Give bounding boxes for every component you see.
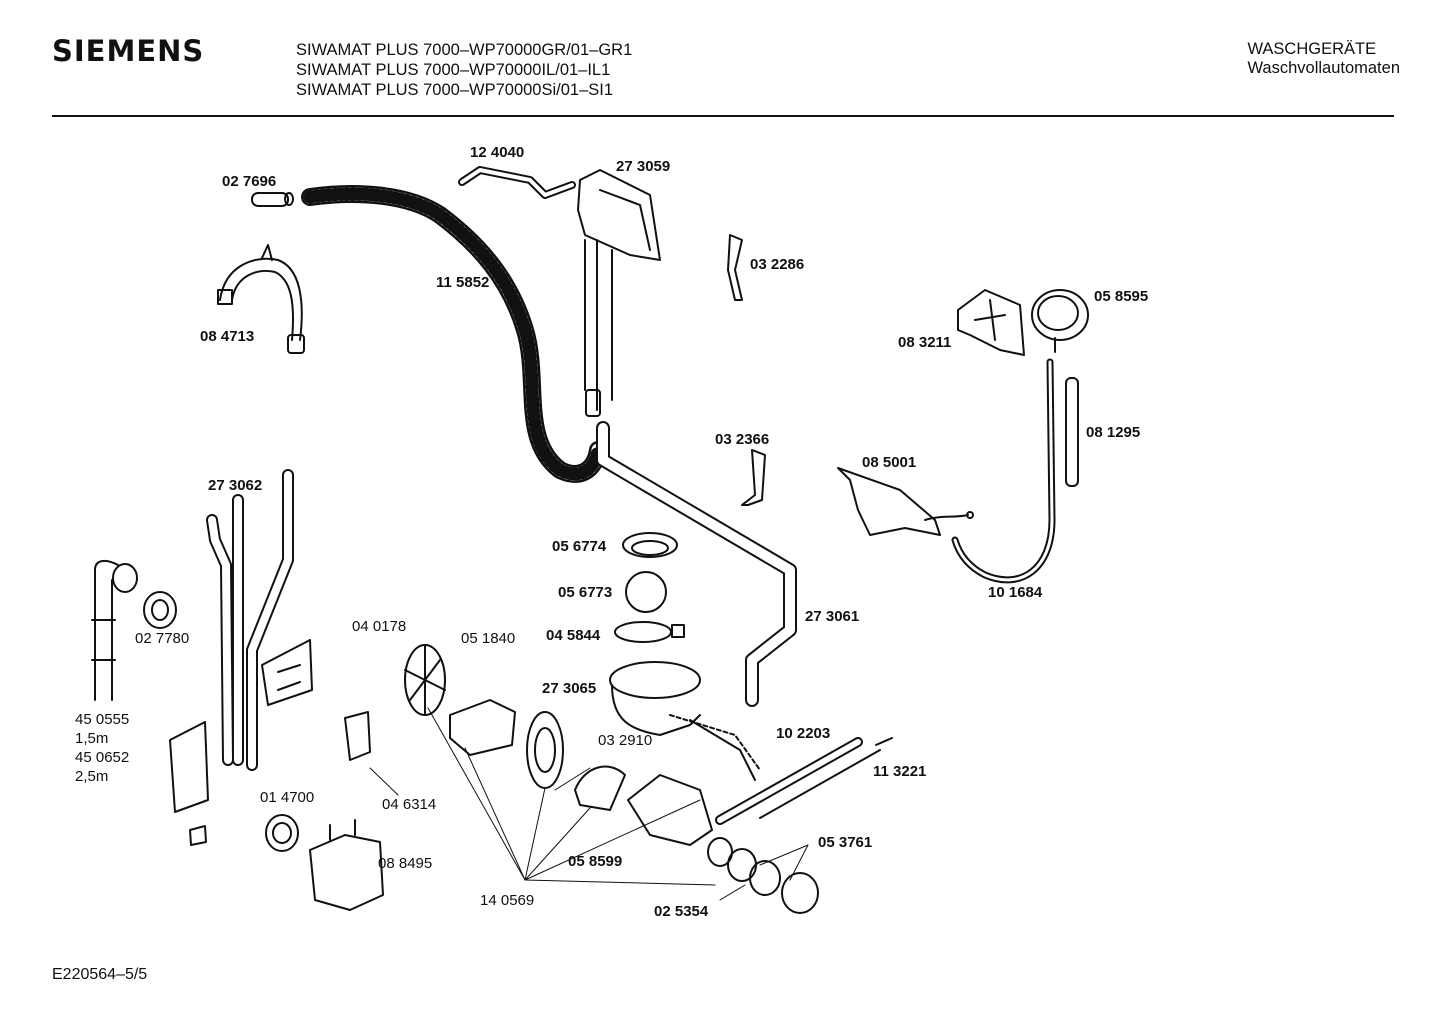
clamp-ring-part (614, 621, 685, 643)
dispenser-funnel-part (577, 169, 661, 417)
part-label: 08 1295 (1086, 424, 1140, 441)
pipe-bracket-part (261, 639, 313, 706)
bracket-part (957, 289, 1025, 356)
part-label: 05 8599 (568, 853, 622, 870)
relay-part (344, 711, 371, 761)
part-label: 10 1684 (988, 584, 1043, 601)
pressure-tube-part (951, 358, 1079, 584)
screw-part (759, 737, 893, 819)
hose-nut-part (143, 591, 177, 629)
part-label: 04 5844 (546, 627, 601, 644)
inlet-pipes-part (206, 469, 294, 771)
drawing-code: E220564–5/5 (52, 966, 148, 983)
cover-plate-part (837, 467, 974, 536)
filter-cap-part (265, 814, 299, 852)
corrugated-hose-part (301, 185, 607, 483)
part-label: 01 4700 (260, 789, 314, 806)
wall-bracket-part (169, 721, 209, 846)
model-list: SIWAMAT PLUS 7000–WP70000GR/01–GR1 SIWAM… (296, 40, 632, 100)
filter-parts (707, 837, 819, 914)
part-label: 05 6773 (558, 584, 612, 601)
leader-lines (369, 707, 809, 901)
part-labels: 02 7696 12 4040 27 3059 03 2286 11 5852 … (75, 144, 1148, 920)
hose-end-part (251, 192, 294, 207)
clip-part (727, 234, 743, 301)
part-label: 45 0652 (75, 749, 129, 766)
pressure-switch-part (1031, 289, 1089, 353)
part-label: 04 6314 (382, 796, 436, 813)
part-label: 08 4713 (200, 328, 254, 345)
part-label: 08 5001 (862, 454, 916, 471)
clamp-part (741, 449, 766, 506)
part-label: 27 3062 (208, 477, 262, 494)
inlet-valve-part (309, 819, 384, 911)
part-label: 08 8495 (378, 855, 432, 872)
part-label: 27 3061 (805, 608, 859, 625)
part-label: 03 2910 (598, 732, 652, 749)
hose-holder-part (217, 244, 305, 354)
part-label: 27 3059 (616, 158, 670, 175)
model-line: SIWAMAT PLUS 7000–WP70000IL/01–IL1 (296, 61, 611, 79)
part-label: 14 0569 (480, 892, 534, 909)
brand-logo: SIEMENS (52, 34, 205, 68)
part-label: 10 2203 (776, 725, 830, 742)
seal-cap-part (574, 765, 626, 811)
part-label: 08 3211 (898, 334, 951, 351)
pump-housing-part (627, 774, 713, 846)
part-label: 45 0555 (75, 711, 129, 728)
part-label: 04 0178 (352, 618, 406, 635)
part-label: 27 3065 (542, 680, 596, 697)
model-line: SIWAMAT PLUS 7000–WP70000Si/01–SI1 (296, 81, 614, 99)
fan-wheel-part (404, 644, 446, 716)
part-label: 11 3221 (873, 763, 926, 780)
part-label: 11 5852 (436, 274, 489, 291)
part-label: 02 5354 (654, 903, 709, 920)
pump-motor-part (449, 699, 516, 756)
part-label: 05 8595 (1094, 288, 1148, 305)
header-divider (52, 115, 1394, 117)
part-label: 12 4040 (470, 144, 524, 161)
impeller-part (526, 711, 564, 789)
category-block: WASCHGERÄTE Waschvollautomaten (1247, 40, 1400, 78)
part-label: 03 2286 (750, 256, 804, 273)
sump-part (609, 661, 761, 781)
part-label: 05 3761 (818, 834, 872, 851)
part-label: 1,5m (75, 730, 108, 747)
category-title: WASCHGERÄTE (1247, 40, 1377, 58)
ball-valve-part (625, 571, 667, 613)
part-label: 05 6774 (552, 538, 607, 555)
drain-hose-part (91, 559, 138, 701)
part-label: 05 1840 (461, 630, 515, 647)
part-label: 02 7696 (222, 173, 276, 190)
part-label: 2,5m (75, 768, 108, 785)
part-label: 02 7780 (135, 630, 189, 647)
category-subtitle: Waschvollautomaten (1247, 59, 1400, 77)
gasket-ring-part (622, 532, 678, 558)
drain-pipe-part (596, 421, 797, 707)
model-line: SIWAMAT PLUS 7000–WP70000GR/01–GR1 (296, 41, 633, 59)
part-label: 03 2366 (715, 431, 769, 448)
